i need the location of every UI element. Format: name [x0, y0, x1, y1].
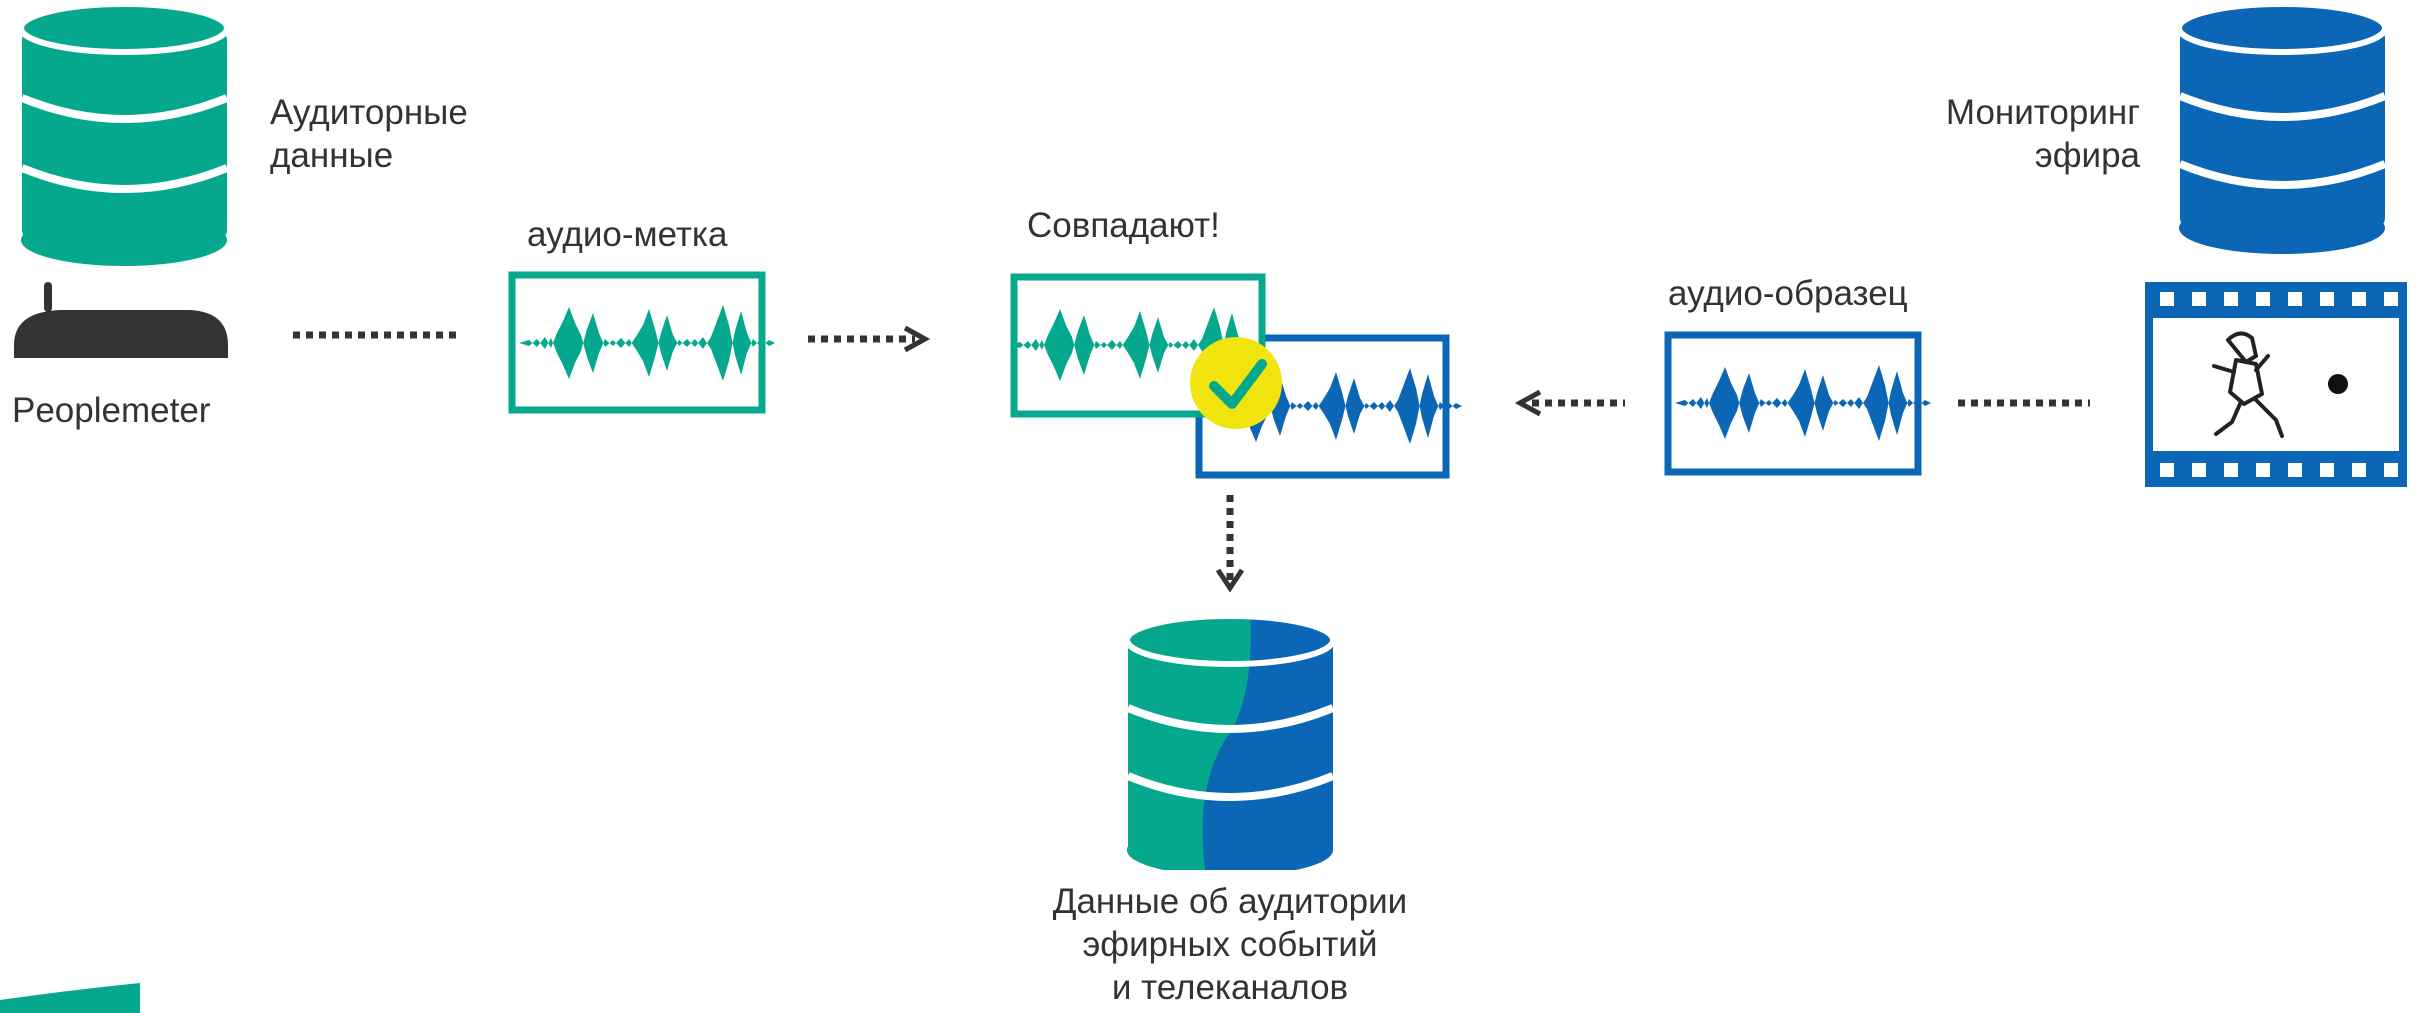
audience-database-icon	[18, 1, 230, 266]
result-line-3: и телеканалов	[1111, 968, 1349, 1007]
audience-data-line-1: Аудиторные	[270, 93, 468, 132]
broadcast-monitoring-line-1: Мониторинг	[1945, 93, 2140, 132]
audio-mark-label: аудио-метка	[527, 215, 728, 254]
arrow-to-result	[1215, 495, 1245, 593]
arrow-from-sample	[1514, 389, 1625, 417]
running-figure-icon	[2212, 331, 2284, 438]
result-label: Данные об аудитории эфирных событий и те…	[1000, 880, 1460, 1009]
peoplemeter-label: Peoplemeter	[12, 391, 211, 430]
broadcast-monitoring-label: Мониторинг эфира	[1900, 91, 2140, 177]
peoplemeter-device-icon	[14, 282, 228, 358]
checkmark-icon	[1190, 337, 1282, 429]
broadcast-monitoring-line-2: эфира	[2034, 136, 2140, 175]
film-frame-icon	[2145, 282, 2407, 487]
match-label: Совпадают!	[1027, 206, 1220, 245]
result-database-icon	[1125, 613, 1335, 870]
audience-data-label: Аудиторные данные	[270, 91, 468, 177]
broadcast-database-icon	[2176, 1, 2388, 254]
audio-sample-frame	[1664, 331, 1931, 476]
result-line-2: эфирных событий	[1082, 925, 1378, 964]
arrow-to-match	[808, 325, 931, 353]
result-line-1: Данные об аудитории	[1052, 882, 1408, 921]
logo-shape	[0, 983, 140, 1013]
audio-mark-frame	[508, 271, 775, 414]
audio-sample-label: аудио-образец	[1668, 274, 1908, 313]
audience-data-line-2: данные	[270, 136, 394, 175]
